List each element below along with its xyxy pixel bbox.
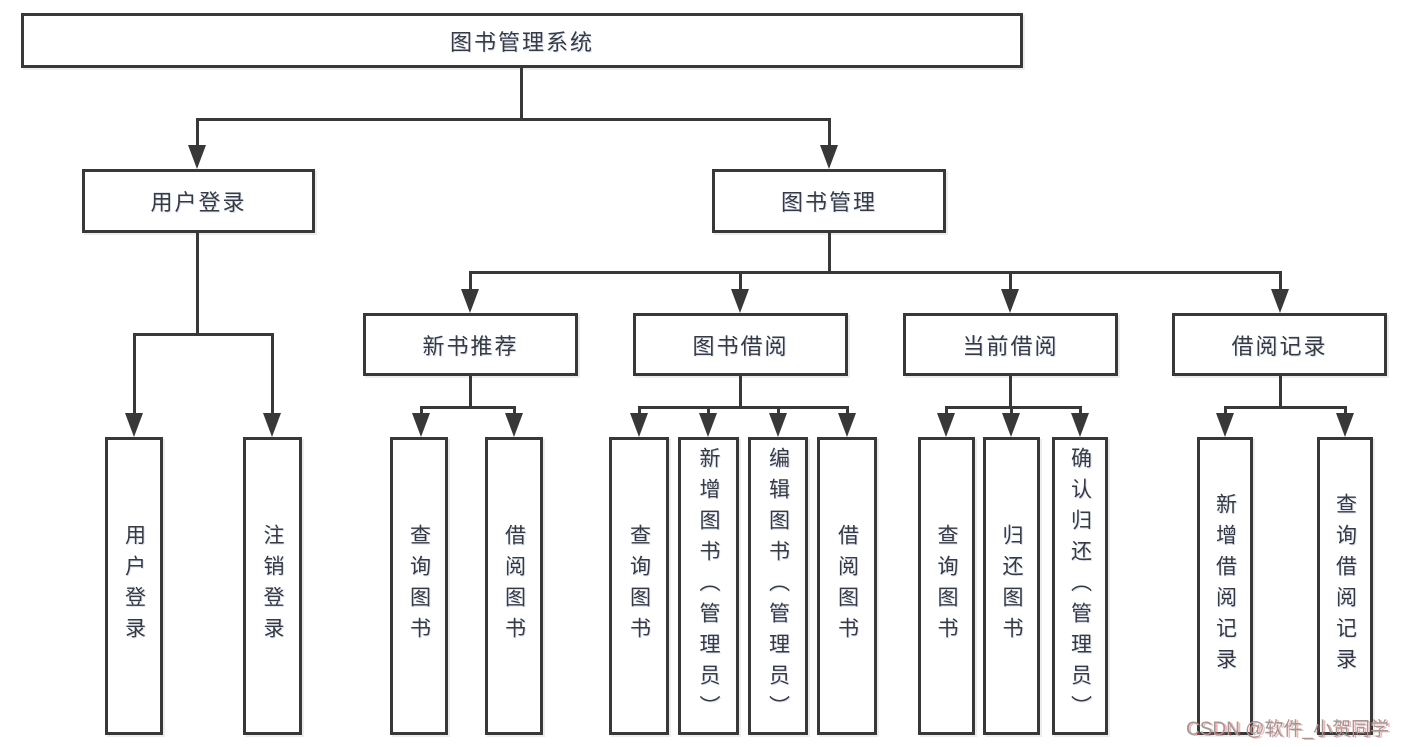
- connector-new-book-stem: [469, 374, 472, 408]
- arrow-down-icon: [769, 413, 787, 437]
- arrow-down-icon: [461, 289, 479, 313]
- leaf-query-borrow-record: 查询借阅记录: [1317, 437, 1373, 735]
- connector-book-mgmt-branch: [469, 271, 1281, 274]
- connector-arrow-stem: [1079, 406, 1082, 415]
- connector-arrow-stem: [707, 406, 710, 415]
- connector-arrow-stem: [1279, 271, 1282, 291]
- node-borrow-records: 借阅记录: [1172, 313, 1387, 376]
- connector-borrow-records-branch: [1224, 406, 1346, 409]
- arrow-down-icon: [1216, 413, 1234, 437]
- connector-book-borrow-stem: [739, 374, 742, 408]
- connector-arrow-stem: [1224, 406, 1227, 415]
- arrow-down-icon: [820, 145, 838, 169]
- leaf-query-book-1: 查询图书: [390, 437, 448, 735]
- leaf-borrow-book-2: 借阅图书: [817, 437, 877, 735]
- node-book-borrow: 图书借阅: [633, 313, 848, 376]
- leaf-user-login: 用户登录: [105, 437, 163, 735]
- connector-arrow-stem: [1009, 271, 1012, 291]
- arrow-down-icon: [699, 413, 717, 437]
- leaf-return-book: 归还图书: [983, 437, 1040, 735]
- leaf-borrow-book-1: 借阅图书: [485, 437, 543, 735]
- connector-new-book-branch: [420, 406, 516, 409]
- arrow-down-icon: [412, 413, 430, 437]
- connector-arrow-stem: [271, 333, 274, 415]
- connector-arrow-stem: [420, 406, 423, 415]
- connector-arrow-stem: [196, 118, 199, 148]
- connector-book-mgmt-stem: [828, 231, 831, 273]
- connector-arrow-stem: [777, 406, 780, 415]
- connector-book-borrow-branch: [638, 406, 849, 409]
- node-new-book-recommend: 新书推荐: [363, 313, 578, 376]
- connector-current-borrow-stem: [1009, 374, 1012, 408]
- leaf-add-book-admin: 新增图书（管理员）: [678, 437, 739, 735]
- arrow-down-icon: [838, 413, 856, 437]
- leaf-edit-book-admin: 编辑图书（管理员）: [748, 437, 808, 735]
- connector-borrow-records-stem: [1279, 374, 1282, 408]
- arrow-down-icon: [1271, 289, 1289, 313]
- leaf-query-book-3: 查询图书: [918, 437, 975, 735]
- connector-arrow-stem: [945, 406, 948, 415]
- node-root: 图书管理系统: [21, 13, 1023, 68]
- arrow-down-icon: [1336, 413, 1354, 437]
- connector-current-borrow-branch: [945, 406, 1081, 409]
- connector-arrow-stem: [513, 406, 516, 415]
- leaf-confirm-return-admin: 确认归还（管理员）: [1052, 437, 1108, 735]
- connector-arrow-stem: [469, 271, 472, 291]
- arrow-down-icon: [937, 413, 955, 437]
- connector-arrow-stem: [638, 406, 641, 415]
- arrow-down-icon: [731, 289, 749, 313]
- connector-arrow-stem: [1010, 406, 1013, 415]
- connector-root-branch: [196, 118, 831, 121]
- arrow-down-icon: [630, 413, 648, 437]
- connector-user-login-branch: [133, 333, 273, 336]
- arrow-down-icon: [505, 413, 523, 437]
- arrow-down-icon: [263, 413, 281, 437]
- leaf-add-borrow-record: 新增借阅记录: [1197, 437, 1253, 735]
- connector-root-stem: [520, 66, 523, 120]
- connector-arrow-stem: [828, 118, 831, 148]
- node-book-management: 图书管理: [712, 169, 946, 233]
- connector-arrow-stem: [133, 333, 136, 415]
- leaf-logout: 注销登录: [243, 437, 302, 735]
- node-user-login: 用户登录: [82, 169, 315, 233]
- arrow-down-icon: [125, 413, 143, 437]
- connector-arrow-stem: [739, 271, 742, 291]
- csdn-watermark: CSDN @软件_小贺同学: [1186, 719, 1389, 740]
- arrow-down-icon: [1002, 413, 1020, 437]
- connector-user-login-stem: [196, 231, 199, 335]
- connector-arrow-stem: [1344, 406, 1347, 415]
- arrow-down-icon: [1071, 413, 1089, 437]
- arrow-down-icon: [188, 145, 206, 169]
- connector-arrow-stem: [846, 406, 849, 415]
- arrow-down-icon: [1001, 289, 1019, 313]
- leaf-query-book-2: 查询图书: [609, 437, 669, 735]
- node-current-borrow: 当前借阅: [903, 313, 1118, 376]
